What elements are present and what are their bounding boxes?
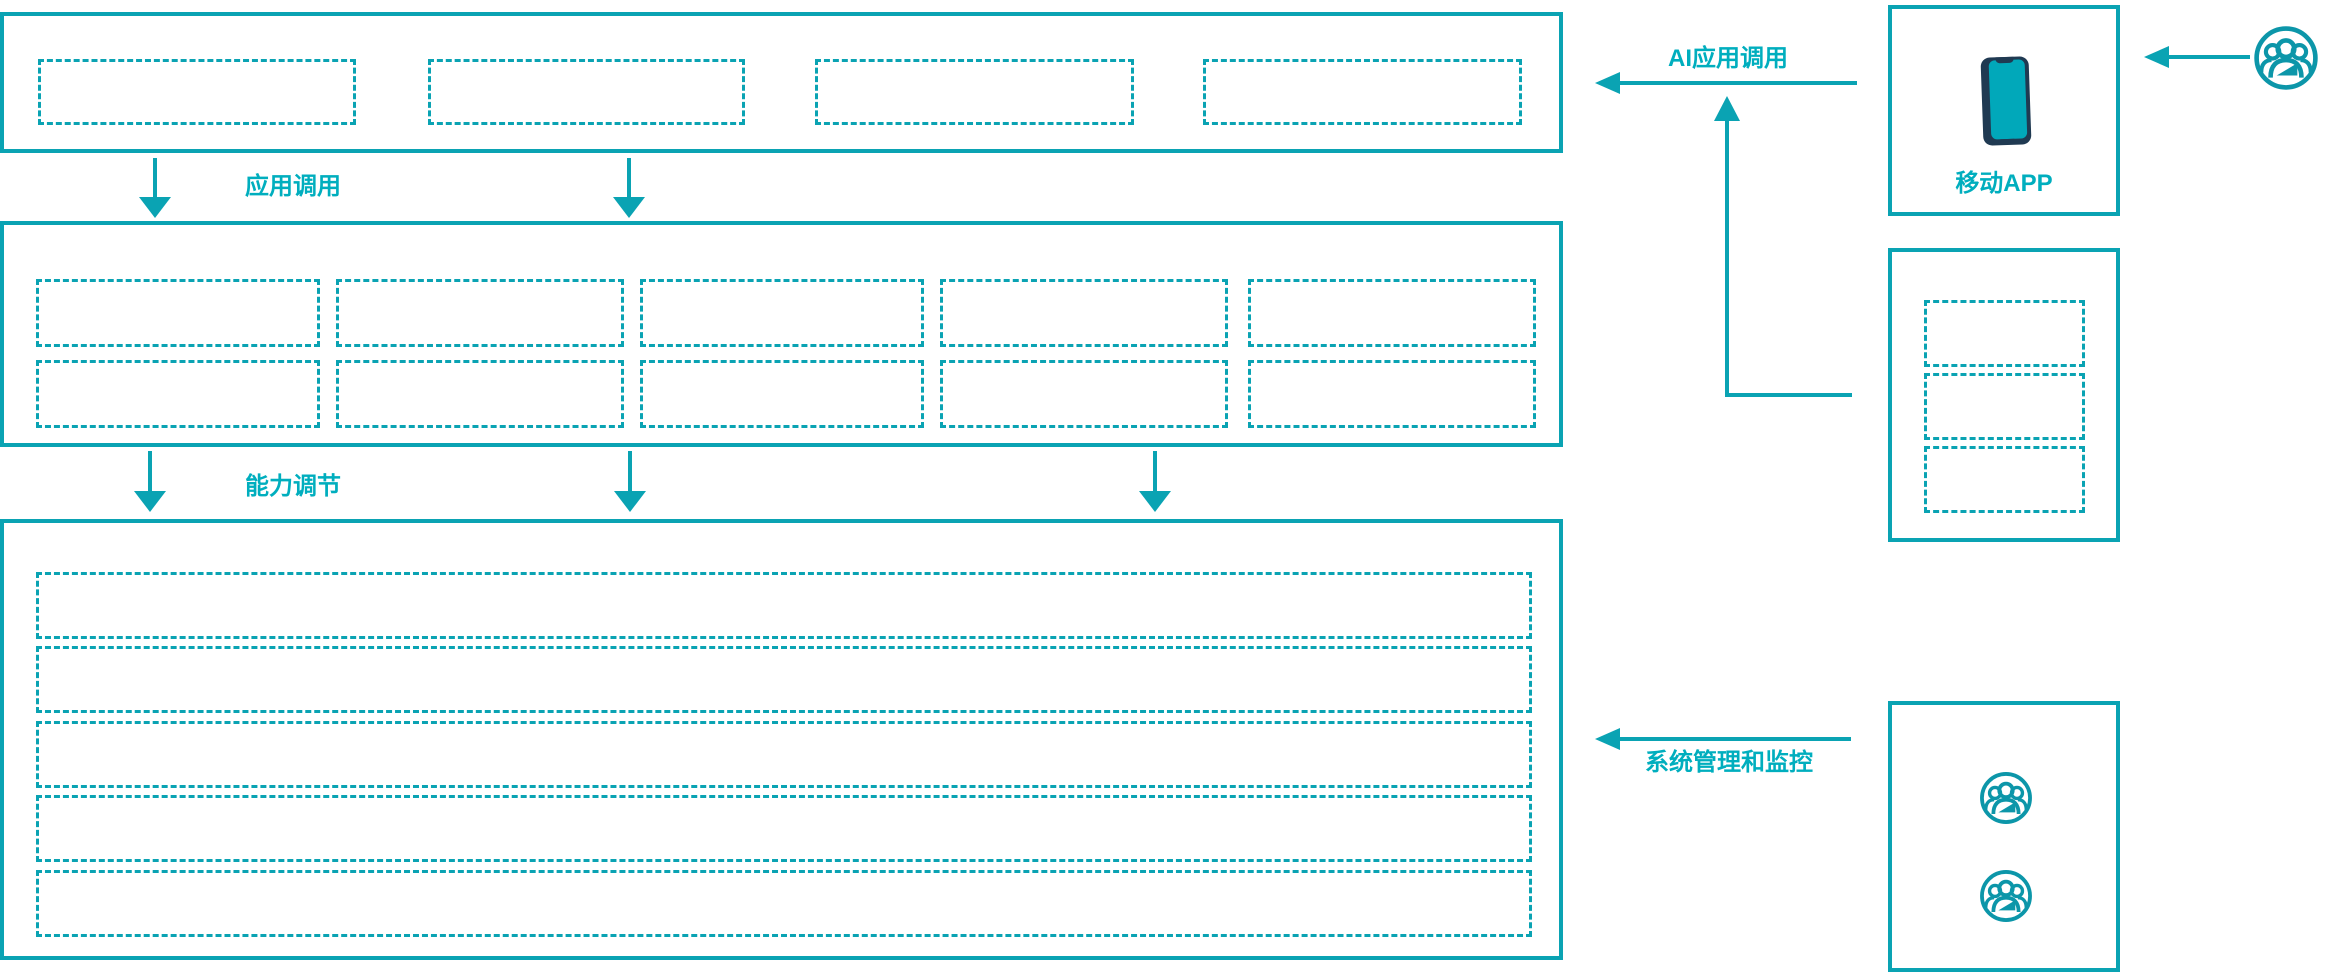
app-call-arrow-1 xyxy=(153,158,157,198)
smartphone-icon xyxy=(1980,56,2032,146)
module-placeholder-2 xyxy=(1924,373,2085,440)
smartphone-screen xyxy=(1988,59,2028,140)
middle-placeholder-r2c4 xyxy=(940,360,1228,428)
middle-placeholder-r1c4 xyxy=(940,279,1228,347)
top-layer-placeholder-1 xyxy=(38,59,356,125)
app-call-label: 应用调用 xyxy=(245,173,341,200)
capability-arrow-2 xyxy=(628,451,632,491)
end-user-users-icon xyxy=(2253,25,2319,91)
middle-placeholder-r1c5 xyxy=(1248,279,1536,347)
system-mgmt-arrow-line xyxy=(1619,737,1851,741)
top-layer-placeholder-2 xyxy=(428,59,745,125)
bottom-placeholder-row-5 xyxy=(36,870,1532,937)
bottom-placeholder-row-3 xyxy=(36,721,1532,788)
admin-users-icon-2 xyxy=(1980,870,2032,922)
capability-arrow-1-head xyxy=(134,491,166,512)
user-to-app-arrow-head xyxy=(2144,46,2169,68)
middle-placeholder-r2c5 xyxy=(1248,360,1536,428)
capability-arrow-2-head xyxy=(614,491,646,512)
middle-placeholder-r1c1 xyxy=(36,279,320,347)
module-up-arrow-head xyxy=(1714,96,1740,121)
app-call-arrow-2 xyxy=(627,158,631,198)
module-elbow-line xyxy=(1725,393,1852,397)
capability-arrow-3 xyxy=(1153,451,1157,491)
middle-placeholder-r1c3 xyxy=(640,279,924,347)
module-placeholder-1 xyxy=(1924,300,2085,367)
module-up-arrow-line xyxy=(1725,119,1729,397)
smartphone-notch xyxy=(1995,56,2014,64)
system-mgmt-label: 系统管理和监控 xyxy=(1645,749,1813,776)
middle-placeholder-r2c3 xyxy=(640,360,924,428)
capability-adjust-label: 能力调节 xyxy=(245,473,341,500)
bottom-placeholder-row-1 xyxy=(36,572,1532,639)
ai-app-call-arrow-head xyxy=(1595,72,1620,94)
app-call-arrow-2-head xyxy=(613,197,645,218)
top-layer-placeholder-4 xyxy=(1203,59,1522,125)
ai-app-call-arrow-line xyxy=(1619,81,1857,85)
middle-placeholder-r1c2 xyxy=(336,279,624,347)
middle-placeholder-r2c2 xyxy=(336,360,624,428)
top-layer-placeholder-3 xyxy=(815,59,1134,125)
admin-users-icon-1 xyxy=(1980,772,2032,824)
capability-arrow-3-head xyxy=(1139,491,1171,512)
middle-placeholder-r2c1 xyxy=(36,360,320,428)
smartphone-home-bar xyxy=(1999,138,2016,143)
module-placeholder-3 xyxy=(1924,446,2085,513)
app-call-arrow-1-head xyxy=(139,197,171,218)
bottom-placeholder-row-4 xyxy=(36,795,1532,862)
capability-arrow-1 xyxy=(148,451,152,491)
bottom-placeholder-row-2 xyxy=(36,646,1532,713)
system-mgmt-arrow-head xyxy=(1595,728,1620,750)
ai-app-call-label: AI应用调用 xyxy=(1668,45,1788,72)
mobile-app-label: 移动APP xyxy=(1955,170,2053,197)
admin-box xyxy=(1888,701,2120,972)
user-to-app-arrow-line xyxy=(2167,55,2250,59)
